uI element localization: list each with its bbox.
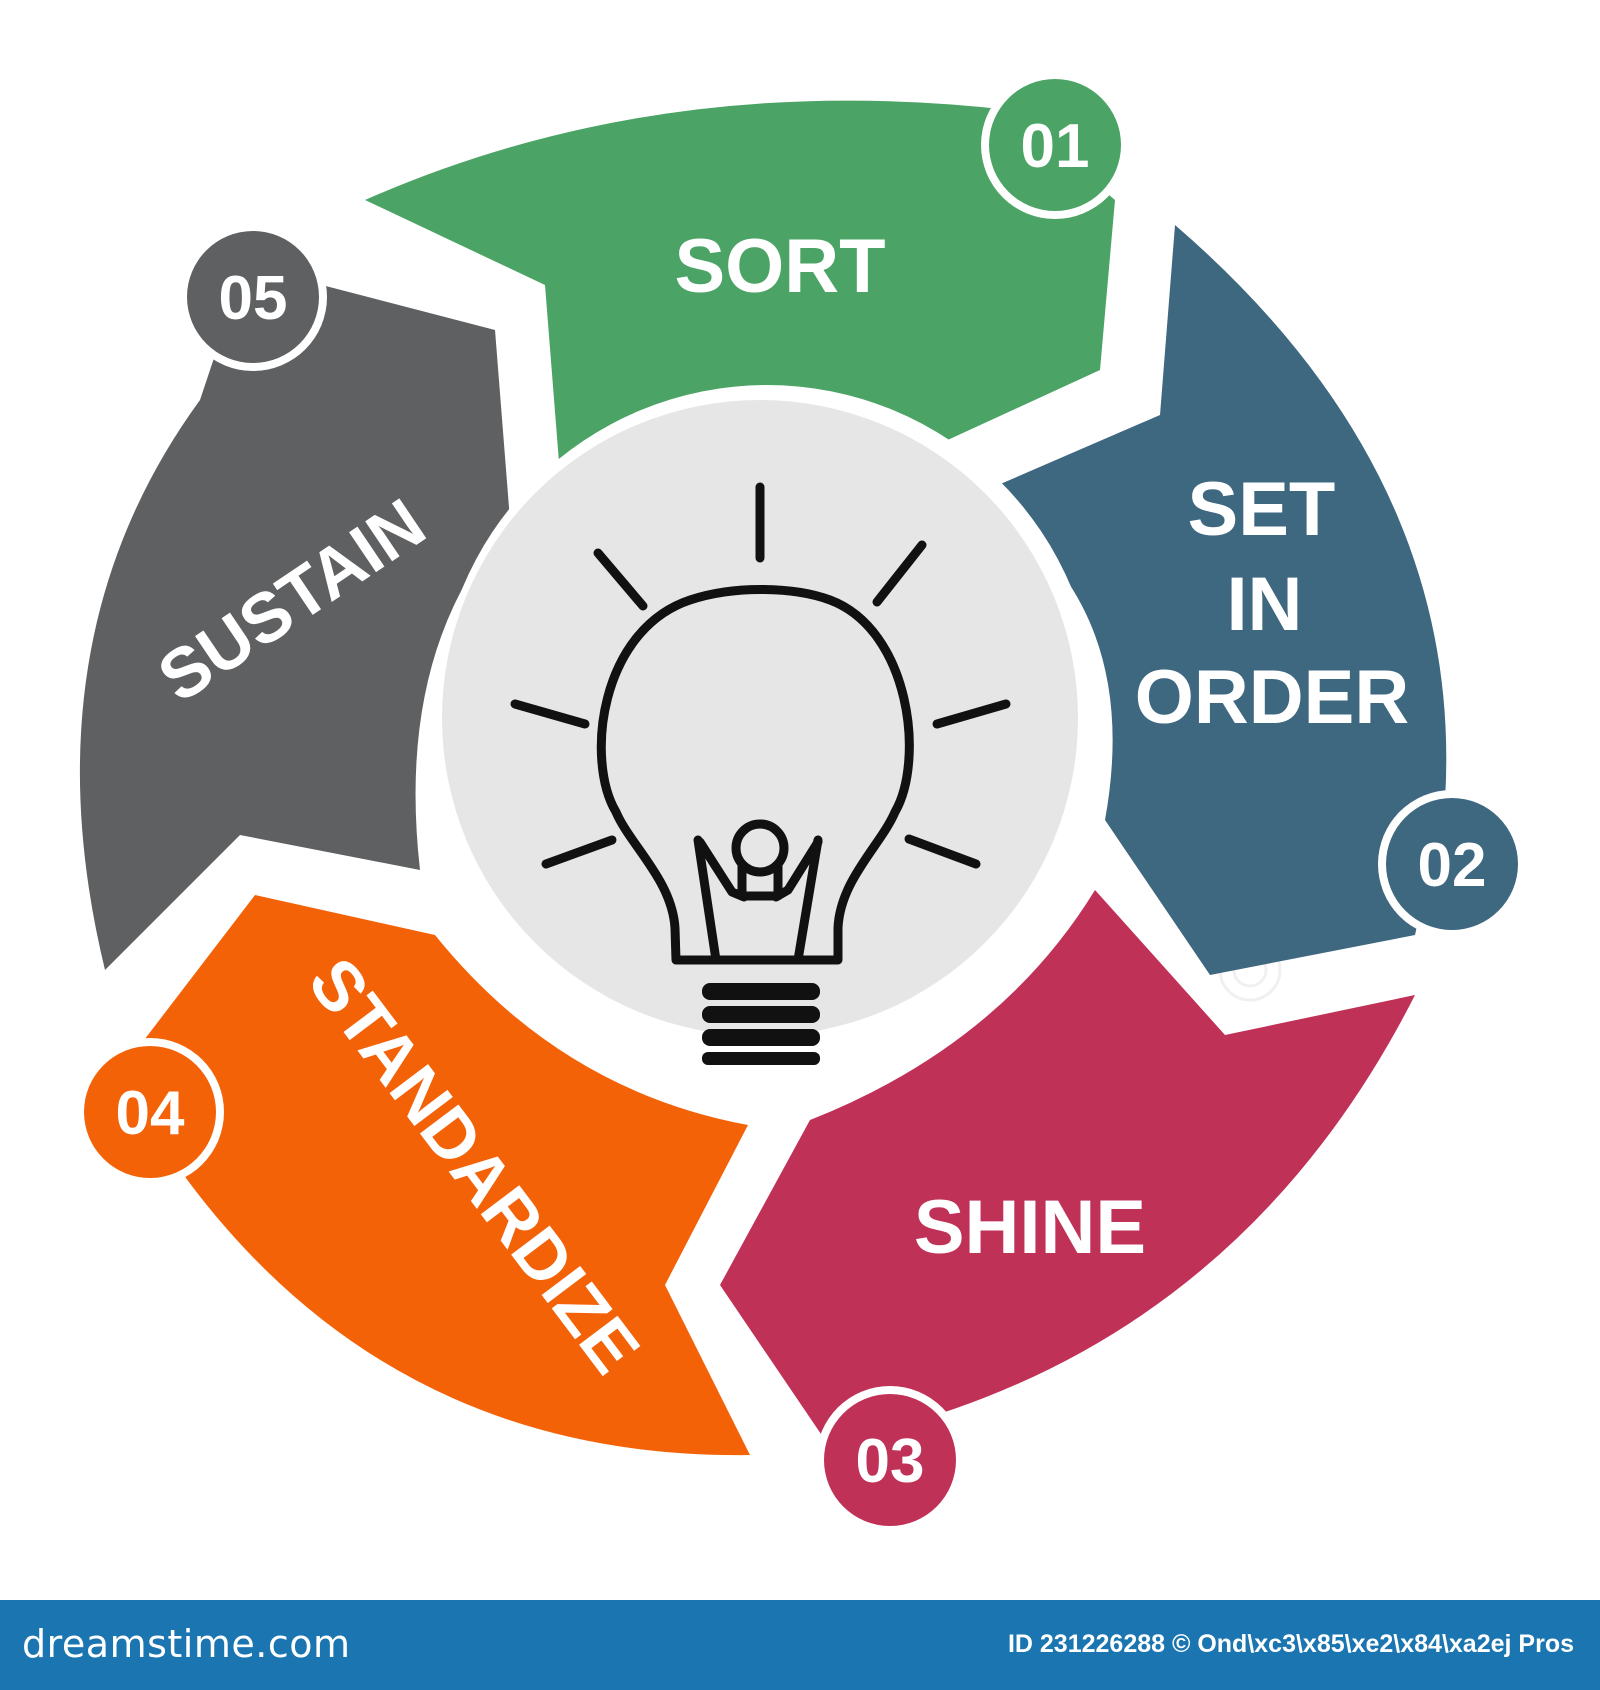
watermark-footer-bar: dreamstime.com ID 231226288 © Ond\xc3\x8… <box>0 1600 1600 1690</box>
segment-sustain <box>79 265 510 970</box>
badge-01: 01 <box>981 71 1129 219</box>
badge-03: 03 <box>816 1386 964 1534</box>
step-label-sort: SORT <box>674 224 885 309</box>
segment-set-in-order <box>975 225 1447 975</box>
badge-number: 03 <box>856 1427 925 1496</box>
segment-sort <box>365 100 1115 476</box>
bulb-base-icon <box>702 983 820 1065</box>
five-s-cycle-diagram: SORT SET IN ORDER SHINE STANDARDIZE SUST… <box>76 71 1526 1534</box>
step-label-line: IN <box>1226 562 1302 647</box>
segment-shine <box>720 890 1415 1440</box>
badge-02: 02 <box>1378 790 1526 938</box>
footer-image-id: ID 231226288 © Ond\xc3\x85\xe2\x84\xa2ej… <box>1007 1630 1574 1658</box>
lightbulb-icon <box>510 482 1011 965</box>
footer-brand-logo: dreamstime.com <box>22 1622 351 1666</box>
step-label-line: ORDER <box>1135 655 1409 740</box>
badge-number: 04 <box>116 1079 185 1148</box>
step-label-line: SET <box>1188 467 1336 552</box>
badge-05: 05 <box>179 223 327 371</box>
badge-number: 05 <box>219 264 288 333</box>
step-label-shine: SHINE <box>914 1185 1146 1270</box>
badge-04: 04 <box>76 1038 224 1186</box>
step-label-set-in-order: SET IN ORDER <box>1135 467 1409 740</box>
badge-number: 02 <box>1418 831 1487 900</box>
badge-number: 01 <box>1021 112 1090 181</box>
segment-standardize <box>125 895 750 1456</box>
